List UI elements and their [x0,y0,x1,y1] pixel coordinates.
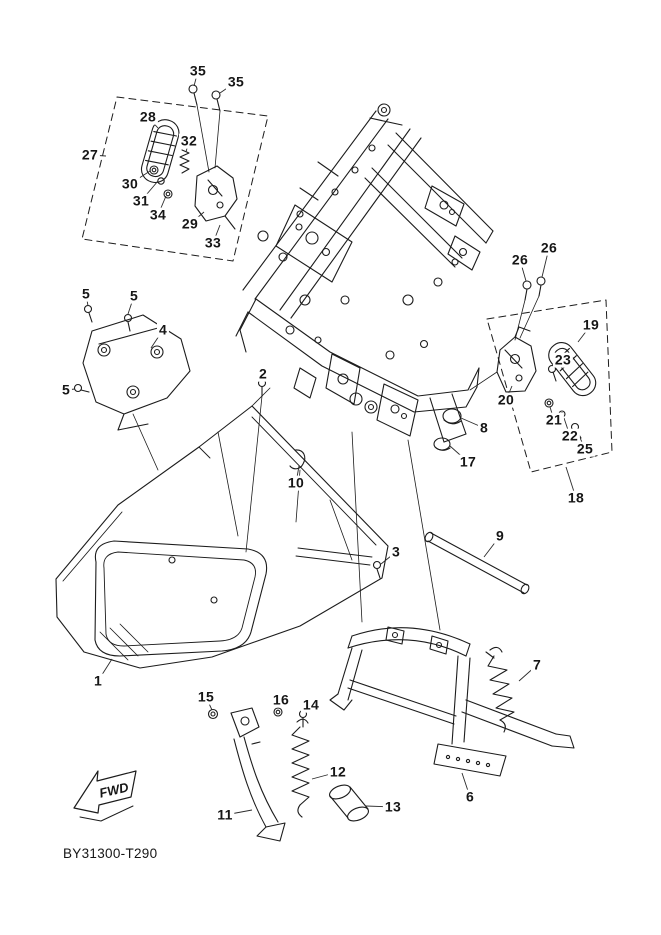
footrest-assembly-right [469,276,613,473]
bolts-35 [188,84,221,112]
leader-line-35 [193,70,199,87]
damper-8 [442,408,462,425]
bracket-29 [194,165,238,230]
leader-line-26 [541,247,550,278]
assembly-box-27 [81,96,269,262]
side-stand-spring-12 [291,718,310,818]
diagram-code: BY31300-T290 [63,846,158,861]
bolts-26 [522,276,546,301]
hook-10 [289,449,306,470]
assembly-box-18 [486,299,613,473]
leader-line-11 [224,809,253,816]
leader-line-25 [576,430,586,450]
stand-rod-9 [424,531,530,595]
leader-line-16 [277,699,282,709]
leader-line-3 [380,551,397,565]
frame-assembly [235,103,494,631]
leader-line-15 [205,696,213,711]
leader-line-27 [89,154,107,157]
leader-line-5 [65,388,76,391]
leader-line-5 [127,295,135,315]
fwd-label: FWD [98,779,131,800]
leader-line-26 [519,259,527,282]
leader-line-21 [549,406,555,421]
leader-line-31 [140,180,159,202]
leader-lines [65,70,592,816]
spring-32 [179,149,190,174]
damper-17 [433,437,451,451]
floor-panel-1 [55,378,389,669]
leader-line-29 [189,211,205,225]
leader-line-5 [85,293,89,307]
collar-13 [329,784,369,822]
leader-line-19 [577,324,592,343]
side-stand-11 [230,707,286,842]
stand-spring-7 [487,646,515,733]
center-stand-6 [329,626,575,777]
leader-line-12 [311,771,339,780]
leader-line-8 [460,417,485,429]
leader-line-32 [185,140,190,153]
leader-line-1 [97,658,113,682]
leader-line-13 [365,805,394,808]
leader-line-33 [212,224,221,244]
leader-line-34 [157,195,167,216]
fwd-arrow [73,770,137,822]
footrest-assembly-left [81,84,269,262]
footrest-19 [548,342,597,397]
leader-line-18 [565,466,577,499]
leader-line-22 [563,417,571,437]
leader-line-7 [518,664,538,682]
bracket-20 [496,326,537,393]
leader-line-20 [505,385,513,401]
footrest-28 [140,119,180,184]
leader-line-6 [461,772,471,798]
leader-line-35 [219,81,237,94]
leader-line-30 [129,170,151,185]
leader-line-17 [449,445,469,463]
bracket-assembly-4 [73,304,191,471]
leader-line-14 [304,704,312,712]
leader-line-9 [483,535,501,558]
leader-line-4 [150,329,164,349]
